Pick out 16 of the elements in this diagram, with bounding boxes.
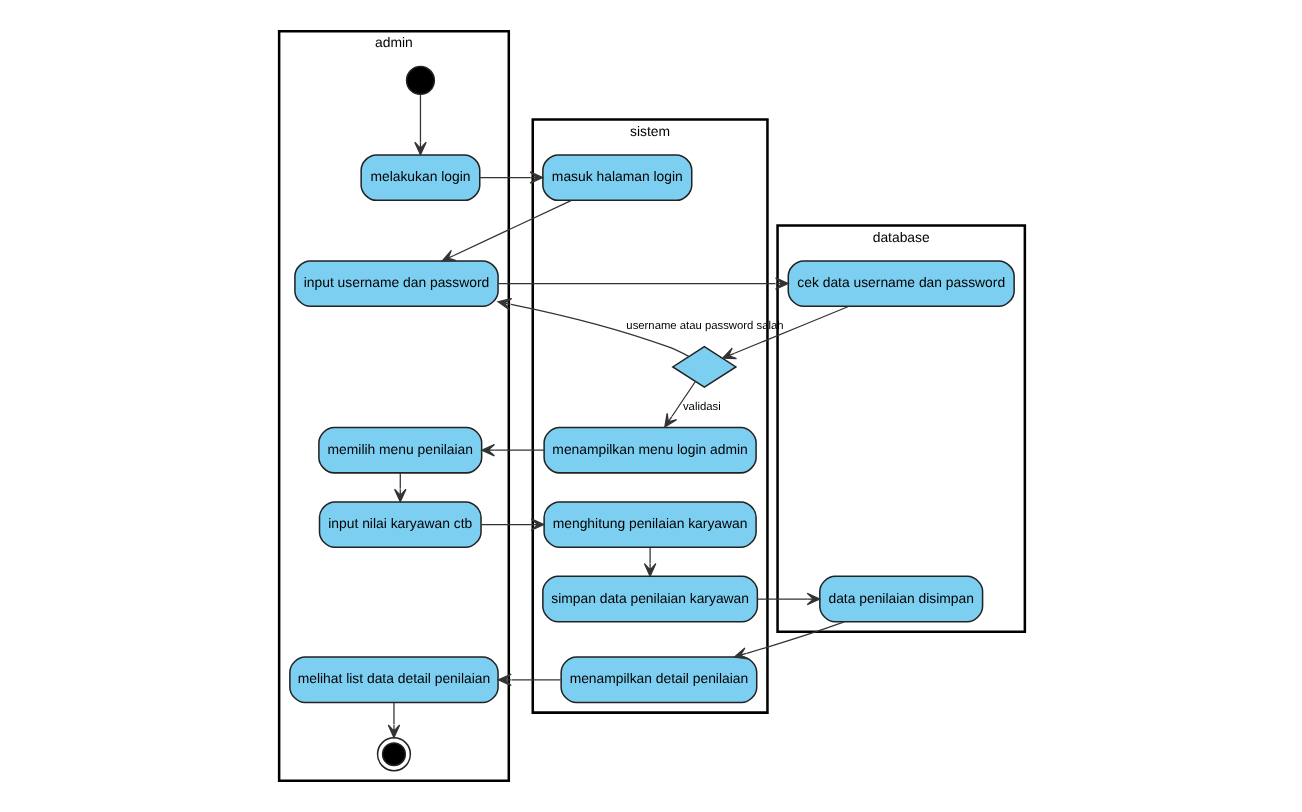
arrow <box>386 702 400 739</box>
arrow <box>496 673 561 687</box>
arrow <box>642 546 656 577</box>
arrow <box>413 93 426 156</box>
node-circle <box>404 65 435 96</box>
arrow <box>478 171 543 184</box>
arrow <box>497 277 788 290</box>
arrow <box>663 380 696 428</box>
arrow <box>496 297 689 358</box>
arrow <box>732 621 844 660</box>
arrow <box>479 518 544 531</box>
arrow <box>755 592 820 606</box>
arrow <box>480 443 544 457</box>
arrow <box>721 305 849 360</box>
node-bullseye <box>375 737 411 772</box>
arrow <box>440 199 571 262</box>
